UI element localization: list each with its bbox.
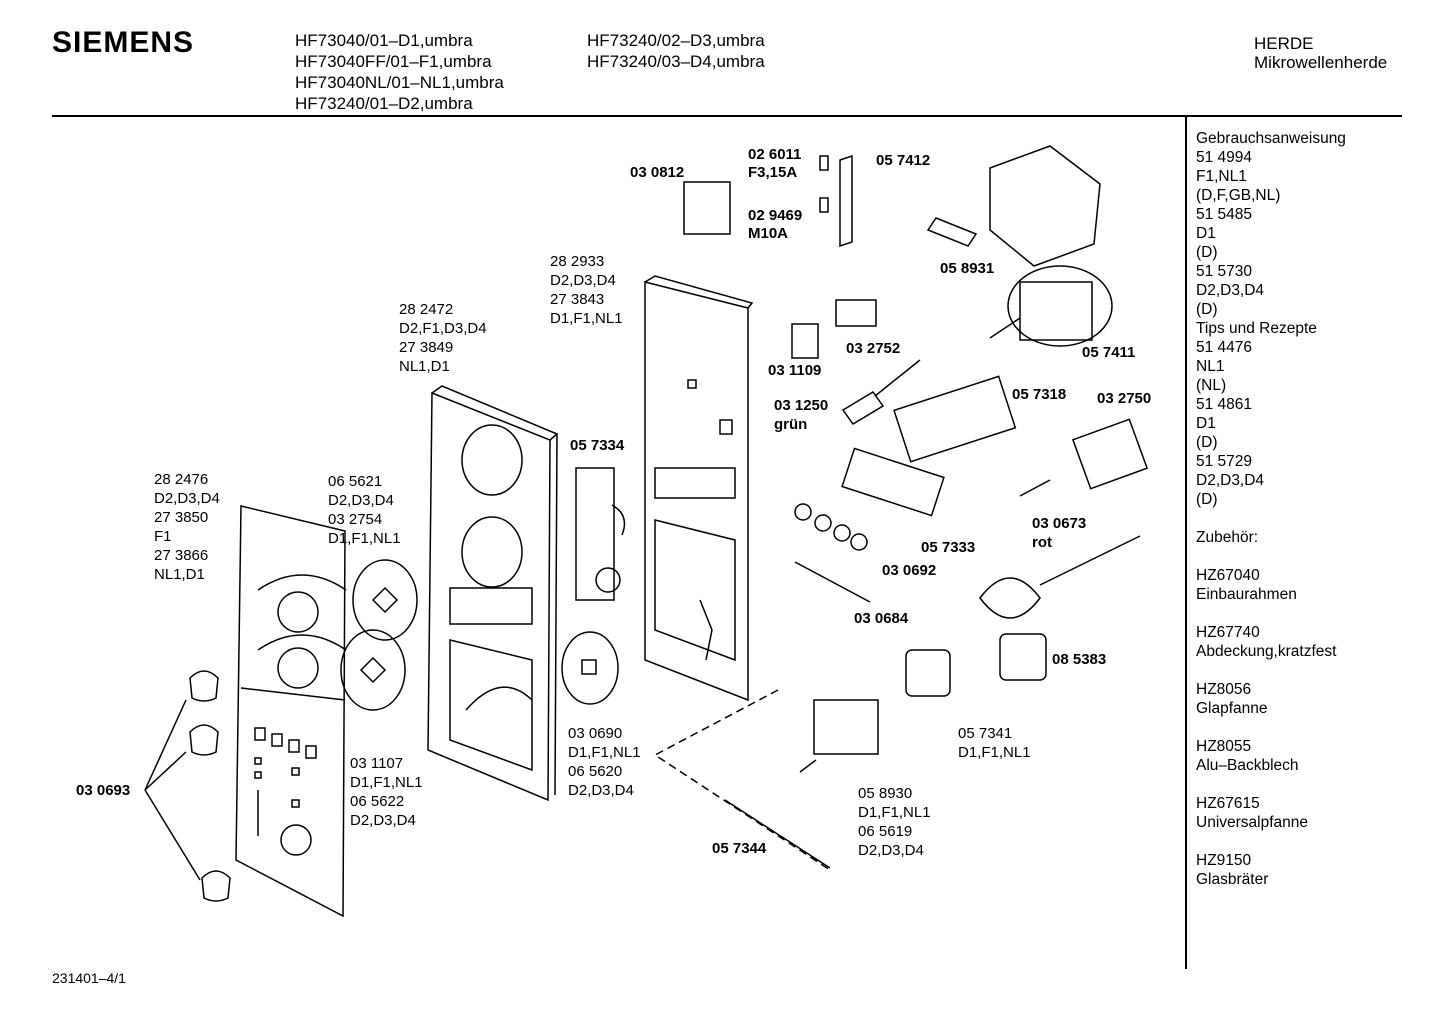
sidebar-line: NL1: [1196, 358, 1225, 375]
part-label: 05 7318: [1012, 386, 1067, 403]
part-label: 08 5383: [1052, 651, 1107, 668]
knob-parts: [144, 670, 231, 902]
drawing-code: 231401–4/1: [52, 970, 126, 986]
thermostat-parts: [724, 535, 1141, 869]
sidebar-spacer: [1196, 718, 1346, 737]
sidebar-line: Abdeckung,kratzfest: [1196, 643, 1337, 660]
model-item: HF73040/01–D1,umbra: [295, 31, 473, 50]
sidebar-line: D1: [1196, 225, 1216, 242]
model-list-2: HF73240/02–D3,umbra HF73240/03–D4,umbra: [587, 30, 765, 72]
sidebar-line: (D): [1196, 244, 1218, 261]
sidebar-line: (D,F,GB,NL): [1196, 187, 1281, 204]
part-label: 03 1109: [768, 362, 822, 379]
sidebar-line: Alu–Backblech: [1196, 757, 1299, 774]
sidebar-line: F1,NL1: [1196, 168, 1247, 185]
sidebar-spacer: [1196, 547, 1346, 566]
part-label: 05 7334: [570, 437, 625, 454]
fuse-and-relay-parts: [683, 145, 1101, 267]
category: HERDE Mikrowellenherde: [1254, 34, 1387, 72]
sidebar-line: Einbaurahmen: [1196, 586, 1297, 603]
switch-strip-part: [575, 467, 626, 601]
motor-part: [989, 265, 1113, 347]
model-list-1: HF73040/01–D1,umbra HF73040FF/01–F1,umbr…: [295, 30, 504, 114]
model-item: HF73040NL/01–NL1,umbra: [295, 73, 504, 92]
sidebar-line: Glapfanne: [1196, 700, 1268, 717]
part-label: 05 7412: [876, 152, 931, 169]
sidebar-line: HZ67615: [1196, 795, 1260, 812]
sidebar-spacer: [1196, 775, 1346, 794]
part-label: 03 0812: [630, 164, 685, 181]
sidebar-line: 51 5730: [1196, 263, 1253, 280]
sidebar-line: 51 5729: [1196, 453, 1253, 470]
sidebar-line: (D): [1196, 434, 1218, 451]
sidebar-line: 51 4861: [1196, 396, 1253, 413]
sidebar-line: 51 5485: [1196, 206, 1253, 223]
sidebar-line: HZ8056: [1196, 681, 1252, 698]
sidebar-line: HZ67740: [1196, 624, 1260, 641]
sidebar-line: Universalpfanne: [1196, 814, 1309, 831]
sidebar-line: (NL): [1196, 377, 1227, 394]
part-label: 05 7333: [921, 539, 976, 556]
sidebar-line: (D): [1196, 491, 1218, 508]
sidebar-line: Zubehör:: [1196, 529, 1259, 546]
sidebar-line: HZ8055: [1196, 738, 1252, 755]
header-divider: [52, 115, 1402, 117]
part-label: 05 8931: [940, 260, 995, 277]
sidebar-line: 51 4476: [1196, 339, 1253, 356]
sidebar-line: (D): [1196, 301, 1218, 318]
front-panel-part: [235, 505, 347, 918]
sidebar-line: HZ9150: [1196, 852, 1252, 869]
carrier-frame-part: [644, 275, 754, 702]
part-label: 03 0693: [76, 782, 131, 799]
sidebar-line: D2,D3,D4: [1196, 282, 1265, 299]
part-label: 03 2752: [846, 340, 901, 357]
housing-panel-part: [427, 385, 559, 802]
part-label: 05 7344: [712, 840, 767, 857]
part-label: 03 0684: [854, 610, 909, 627]
disc-parts: [340, 559, 619, 711]
sidebar-line: Gebrauchsanweisung: [1196, 130, 1346, 147]
sidebar-line: D2,D3,D4: [1196, 472, 1265, 489]
assembly-guides: [653, 689, 831, 871]
part-label: 05 7411: [1082, 344, 1136, 361]
category-line: HERDE: [1254, 34, 1314, 53]
sidebar-spacer: [1196, 832, 1346, 851]
model-item: HF73240/03–D4,umbra: [587, 52, 765, 71]
category-line: Mikrowellenherde: [1254, 53, 1388, 72]
sidebar-spacer: [1196, 509, 1346, 528]
sidebar-line: HZ67040: [1196, 567, 1260, 584]
sidebar-line: Glasbräter: [1196, 871, 1269, 888]
sidebar-line: Tips und Rezepte: [1196, 320, 1317, 337]
model-item: HF73040FF/01–F1,umbra: [295, 52, 492, 71]
sidebar-spacer: [1196, 604, 1346, 623]
sidebar-divider: [1185, 117, 1187, 969]
brand-logo: SIEMENS: [52, 26, 195, 59]
sidebar-spacer: [1196, 661, 1346, 680]
sidebar-line: D1: [1196, 415, 1216, 432]
part-label: 03 2750: [1097, 390, 1152, 407]
sidebar-line: 51 4994: [1196, 149, 1253, 166]
model-item: HF73240/01–D2,umbra: [295, 94, 473, 113]
part-label: 03 0692: [882, 562, 937, 579]
small-switch-parts: [791, 299, 1149, 603]
model-item: HF73240/02–D3,umbra: [587, 31, 765, 50]
